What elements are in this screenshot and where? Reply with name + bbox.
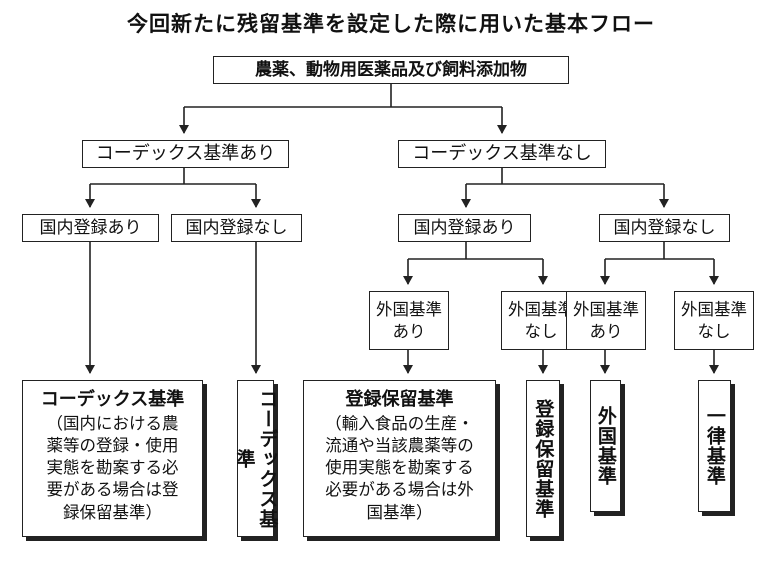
foreign-no-d-box: 外国基準 なし xyxy=(674,291,754,350)
foreign-yes-c-box: 外国基準 あり xyxy=(369,291,449,350)
codex-vertical-box: コーデックス基準 xyxy=(234,380,278,537)
reg-result-description: （輸入食品の生産・ 流通や当該農薬等の 使用実態を勘案する 必要がある場合は外 … xyxy=(325,413,474,522)
uniform-result-box: 一律基準 xyxy=(698,380,731,512)
domestic-yes-right-box: 国内登録あり xyxy=(398,214,531,242)
codex-result-title: コーデックス基準 xyxy=(40,389,185,410)
diagram-title: 今回新たに残留基準を設定した際に用いた基本フロー xyxy=(127,12,655,36)
foreign-yes-d-box: 外国基準 あり xyxy=(566,291,646,350)
domestic-no-right-box: 国内登録なし xyxy=(599,214,730,242)
foreign-result-box: 外国基準 xyxy=(590,380,621,512)
reg-result-title: 登録保留基準 xyxy=(345,389,454,410)
domestic-yes-left-box: 国内登録あり xyxy=(22,214,159,242)
codex-yes-box: コーデックス基準あり xyxy=(82,140,289,168)
codex-no-box: コーデックス基準なし xyxy=(398,140,606,168)
root-box: 農薬、動物用医薬品及び飼料添加物 xyxy=(213,56,569,84)
codex-result-box: コーデックス基準 （国内における農 薬等の登録・使用 実態を勘案する必 要がある… xyxy=(22,380,203,537)
codex-result-description: （国内における農 薬等の登録・使用 実態を勘案する必 要がある場合は登 録保留基… xyxy=(46,413,179,522)
reg-result-box: 登録保留基準 （輸入食品の生産・ 流通や当該農薬等の 使用実態を勘案する 必要が… xyxy=(303,380,496,537)
domestic-no-left-box: 国内登録なし xyxy=(171,214,302,242)
reg-vertical-box: 登録保留基準 xyxy=(526,380,560,537)
